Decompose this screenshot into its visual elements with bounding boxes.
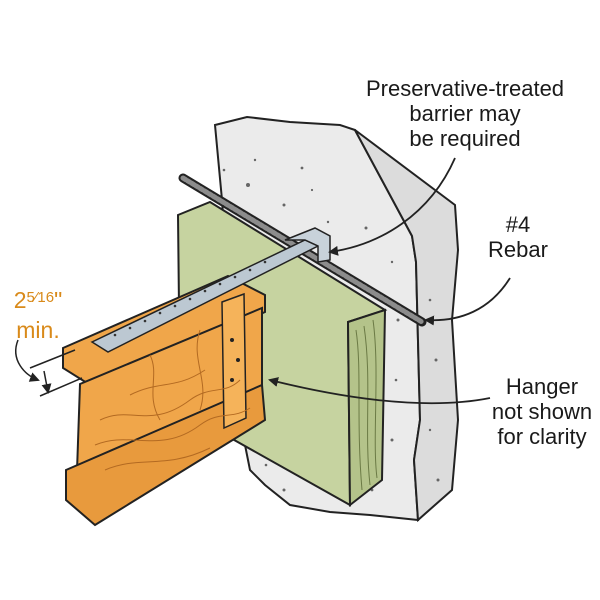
rebar-label: #4 Rebar	[478, 212, 558, 262]
hanger-label-line-3: for clarity	[497, 424, 587, 449]
barrier-label: Preservative-treated barrier may be requ…	[340, 76, 590, 151]
leader-lines	[268, 157, 511, 405]
dimension-marker	[15, 339, 83, 397]
strap	[90, 227, 331, 353]
dimension-suffix: min.	[16, 317, 60, 343]
joist-top-flange	[62, 274, 266, 390]
dimension-whole: 2	[13, 287, 27, 313]
dimension-value: 25⁄16"	[2, 287, 74, 317]
concrete-speckles	[222, 158, 440, 502]
dimension-fraction: 5⁄16	[26, 289, 55, 306]
barrier-leader	[328, 157, 456, 256]
barrier-label-line-3: be required	[409, 126, 521, 151]
hanger-label-line-2: not shown	[491, 399, 593, 424]
rebar-leader	[424, 277, 511, 326]
hanger-label-line-1: Hanger	[505, 374, 579, 399]
ledger-end	[346, 308, 387, 508]
dimension-arrow	[41, 370, 52, 394]
dimension-label: 25⁄16" min.	[2, 287, 74, 343]
strap-hook	[284, 227, 331, 263]
barrier-label-line-2: barrier may	[409, 101, 521, 126]
hanger-label: Hanger not shown for clarity	[484, 374, 600, 449]
hanger-leader	[268, 377, 491, 405]
rebar-label-line-2: Rebar	[488, 237, 548, 262]
strap-holes	[113, 260, 267, 337]
joist-web-stiffener	[221, 292, 247, 430]
dimension-inch-mark: "	[54, 287, 63, 313]
rebar-label-line-1: #4	[505, 212, 531, 237]
dimension-leader	[15, 339, 40, 382]
ledger-end-grain	[355, 319, 378, 491]
concrete-wall-side	[354, 129, 460, 523]
joist-nails	[230, 338, 240, 382]
barrier-label-line-1: Preservative-treated	[365, 76, 565, 101]
joist-wood-grain	[94, 329, 251, 471]
i-joist	[62, 274, 267, 527]
